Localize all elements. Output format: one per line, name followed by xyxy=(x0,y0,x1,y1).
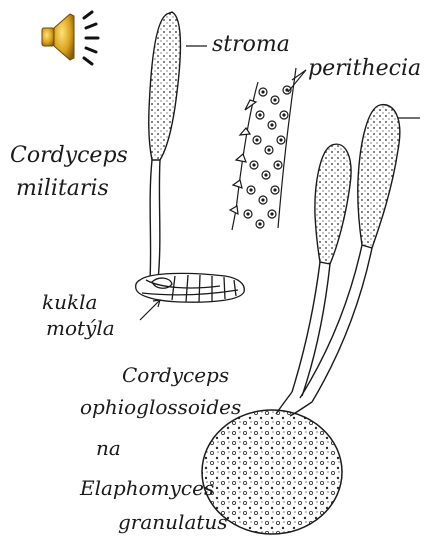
label-ophio-species: ophioglossoides xyxy=(80,397,241,417)
ophioglossoides-stroma-left xyxy=(315,144,351,264)
perithecia-pointers xyxy=(288,70,306,92)
label-elaphomyces-species: granulatus xyxy=(118,512,228,532)
label-elaphomyces-genus: Elaphomyces xyxy=(80,478,214,498)
label-cordyceps-militaris-genus: Cordyceps xyxy=(10,145,128,167)
label-perithecia: perithecia xyxy=(308,58,421,80)
label-na: na xyxy=(96,438,121,458)
moth-pupa xyxy=(136,273,245,302)
label-motyla: motýla xyxy=(46,318,115,338)
label-cordyceps-militaris-species: militaris xyxy=(16,178,109,200)
speaker-icon[interactable] xyxy=(42,12,98,64)
ophioglossoides-stroma-right xyxy=(358,105,400,248)
ophioglossoides-stalks xyxy=(276,245,372,416)
pupa-pointer xyxy=(140,300,160,320)
perithecia-section xyxy=(230,68,296,230)
label-stroma: stroma xyxy=(212,34,290,56)
label-ophio-genus: Cordyceps xyxy=(122,365,229,385)
cordyceps-militaris-stroma xyxy=(149,12,181,280)
label-kukla: kukla xyxy=(42,292,97,312)
